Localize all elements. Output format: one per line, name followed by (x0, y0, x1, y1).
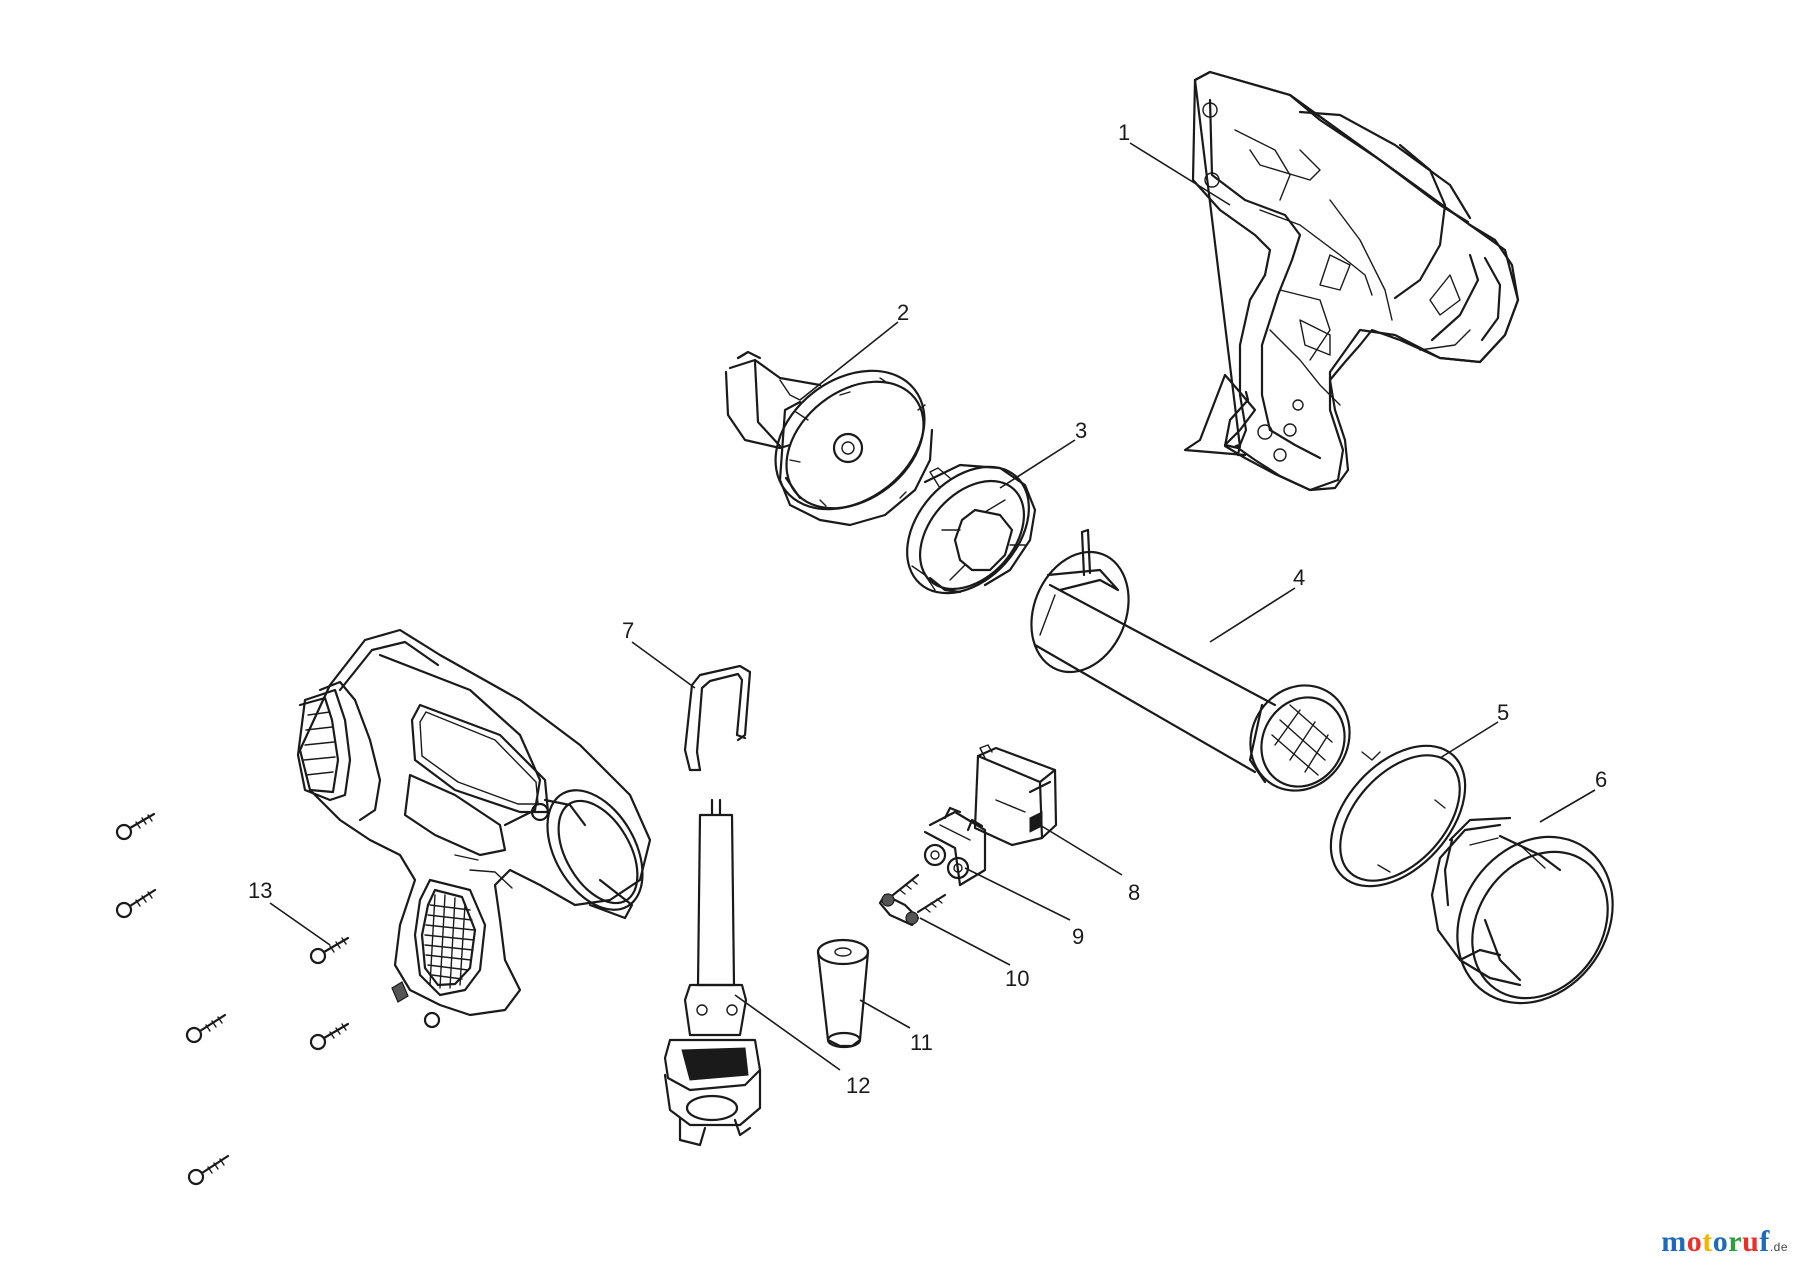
leader-10 (919, 917, 1011, 966)
callout-3: 3 (1075, 418, 1087, 443)
leader-lines (269, 142, 1596, 1071)
leader-4 (1209, 587, 1296, 643)
leader-12 (734, 994, 841, 1071)
watermark-letter: o (1712, 1225, 1729, 1258)
screw-4 (185, 1013, 227, 1044)
leader-9 (964, 867, 1071, 921)
leader-7 (631, 641, 696, 689)
leader-3 (999, 439, 1076, 489)
screw-3 (309, 936, 350, 965)
callout-9: 9 (1072, 924, 1084, 949)
part-12-power-cable-plug (663, 798, 762, 1147)
callout-10: 10 (1005, 966, 1029, 991)
callout-13: 13 (248, 878, 272, 903)
part-6-nozzle-cap (1430, 816, 1614, 1005)
part-7-wire-clip (683, 664, 752, 772)
part-9-terminal-block (923, 806, 987, 887)
assembled-heat-gun (296, 628, 652, 1029)
part-4-heating-tube (1030, 528, 1351, 792)
screw-1 (115, 812, 156, 841)
watermark-letter: o (1686, 1225, 1703, 1258)
screw-2 (115, 888, 157, 919)
part-3-collar-ring (906, 463, 1037, 595)
part-11-cable-sleeve (816, 938, 870, 1049)
part-13-screws (115, 812, 350, 1186)
callout-4: 4 (1293, 565, 1305, 590)
part-1-housing-half (1183, 70, 1520, 492)
watermark-letter: f (1759, 1225, 1770, 1258)
leader-13 (269, 902, 331, 946)
leader-8 (1034, 821, 1123, 876)
grip-texture (424, 894, 475, 989)
callout-2: 2 (897, 300, 909, 325)
callout-11: 11 (910, 1030, 933, 1055)
watermark-letter: u (1742, 1225, 1760, 1258)
callout-8: 8 (1128, 880, 1140, 905)
leader-2 (799, 321, 899, 401)
callout-1: 1 (1118, 120, 1130, 145)
part-10-cable-clamp (878, 873, 947, 927)
callout-labels: 1 2 3 4 5 6 7 8 9 10 11 12 13 (248, 120, 1607, 1098)
part-5-gasket-ring (1329, 744, 1467, 888)
leader-1 (1129, 142, 1231, 206)
part-2-fan-motor (724, 350, 934, 527)
motoruf-watermark: motoruf.de (1661, 1225, 1788, 1259)
callout-12: 12 (846, 1073, 870, 1098)
leader-5 (1439, 721, 1499, 759)
watermark-letter: r (1728, 1225, 1743, 1258)
screw-6 (187, 1154, 230, 1186)
callout-5: 5 (1497, 700, 1509, 725)
leader-6 (1539, 789, 1596, 823)
part-8-rocker-switch (973, 744, 1058, 847)
callout-6: 6 (1595, 767, 1607, 792)
watermark-letter: m (1661, 1225, 1687, 1258)
callout-7: 7 (622, 618, 634, 643)
watermark-tld: .de (1769, 1240, 1788, 1254)
leader-11 (859, 999, 911, 1029)
watermark-letter: t (1702, 1225, 1713, 1258)
screw-5 (309, 1022, 350, 1051)
